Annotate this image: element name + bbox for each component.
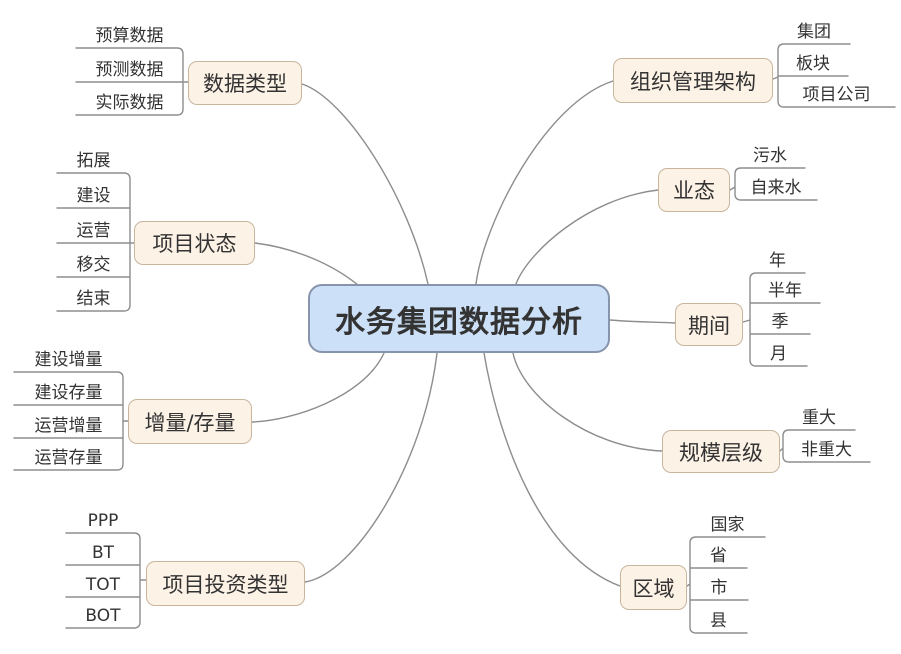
child-topic[interactable]: TOT	[85, 575, 121, 595]
child-topic[interactable]: 省	[710, 546, 727, 566]
child-topic[interactable]: 自来水	[750, 178, 802, 198]
child-topic[interactable]: 结束	[76, 289, 111, 309]
bracket-org-structure	[772, 43, 896, 108]
curve-region	[483, 352, 621, 587]
child-topic[interactable]: BOT	[85, 606, 121, 626]
child-topic[interactable]: 非重大	[801, 440, 852, 460]
bracket-business-type	[729, 167, 818, 201]
bracket-region	[686, 536, 766, 634]
child-topic[interactable]: 移交	[76, 255, 111, 275]
child-topic[interactable]: PPP	[87, 511, 119, 531]
bracket-scale-level	[779, 429, 871, 463]
curve-increment-stock	[251, 352, 385, 423]
child-topic[interactable]: 季	[771, 312, 789, 332]
bracket-investment-type	[65, 532, 147, 629]
child-topic[interactable]: 建设存量	[34, 383, 103, 403]
child-topic[interactable]: 集团	[797, 22, 831, 42]
child-topic[interactable]: 预测数据	[95, 60, 164, 80]
child-topic[interactable]: 建设	[76, 186, 111, 206]
curve-scale-level	[512, 352, 663, 452]
bracket-period	[742, 272, 821, 367]
child-topic[interactable]: 年	[769, 251, 786, 271]
child-topic[interactable]: 运营存量	[34, 448, 103, 468]
child-topic[interactable]: BT	[91, 543, 115, 563]
child-topic[interactable]: 县	[710, 611, 727, 631]
curve-period	[609, 319, 676, 324]
child-topic[interactable]: 项目公司	[802, 85, 871, 105]
child-topic[interactable]: 市	[710, 578, 728, 598]
bracket-increment-stock	[13, 371, 129, 471]
branch-data-type[interactable]: 数据类型	[188, 61, 302, 105]
curve-investment-type	[304, 352, 438, 583]
child-topic[interactable]: 建设增量	[34, 350, 103, 370]
branch-increment-stock[interactable]: 增量/存量	[128, 399, 252, 444]
child-topic[interactable]: 板块	[796, 54, 830, 74]
branch-org-structure[interactable]: 组织管理架构	[613, 58, 773, 103]
child-topic[interactable]: 重大	[802, 408, 836, 428]
child-topic[interactable]: 污水	[753, 146, 787, 166]
child-topic[interactable]: 拓展	[76, 151, 111, 171]
bracket-project-status	[56, 172, 135, 312]
central-topic[interactable]: 水务集团数据分析	[308, 284, 610, 353]
child-topic[interactable]: 国家	[710, 515, 745, 535]
curve-business-type	[515, 189, 659, 285]
child-topic[interactable]: 实际数据	[95, 93, 164, 113]
curve-data-type	[301, 83, 429, 285]
branch-period[interactable]: 期间	[675, 303, 743, 346]
child-topic[interactable]: 预算数据	[95, 26, 164, 46]
child-topic[interactable]: 运营	[76, 221, 111, 241]
branch-business-type[interactable]: 业态	[658, 168, 730, 212]
child-topic[interactable]: 运营增量	[34, 416, 103, 436]
branch-project-status[interactable]: 项目状态	[134, 221, 255, 265]
branch-scale-level[interactable]: 规模层级	[662, 430, 780, 473]
bracket-data-type	[75, 47, 189, 116]
branch-investment-type[interactable]: 项目投资类型	[146, 561, 305, 606]
child-topic[interactable]: 半年	[768, 281, 802, 301]
branch-region[interactable]: 区域	[620, 565, 687, 610]
child-topic[interactable]: 月	[770, 344, 787, 364]
curve-org-structure	[475, 80, 614, 285]
curve-project-status	[254, 242, 359, 286]
